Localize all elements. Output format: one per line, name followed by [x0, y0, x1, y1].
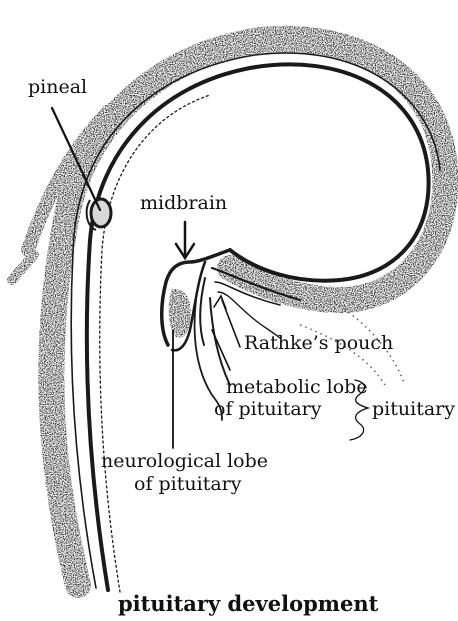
midbrain-label: midbrain: [140, 194, 227, 213]
pituitary-label: pituitary: [372, 400, 455, 419]
pineal-label: pineal: [28, 78, 87, 97]
metabolic-lobe-label-line2: of pituitary: [214, 400, 321, 419]
neural-tube-wall: [71, 53, 440, 592]
neurological-lobe-label-line2: of pituitary: [134, 475, 241, 494]
rathke-pouch-label: Rathke’s pouch: [244, 334, 393, 353]
metabolic-lobe-label-line1: metabolic lobe: [226, 378, 368, 397]
stippled-tissue: [12, 39, 445, 585]
neurological-lobe-label-line1: neurological lobe: [101, 452, 268, 471]
figure-caption: pituitary development: [118, 593, 378, 614]
pineal-structure: [87, 199, 111, 230]
